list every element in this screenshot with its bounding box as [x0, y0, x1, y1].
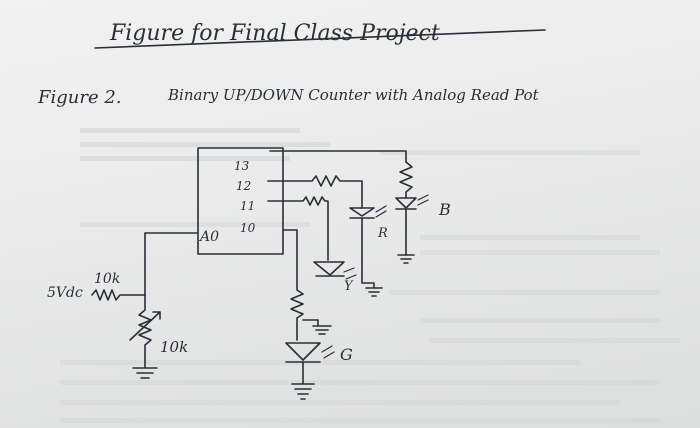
pin-10-label: 10	[240, 221, 256, 235]
led-label-r: R	[377, 226, 388, 241]
analog-input-circuit	[91, 232, 199, 379]
heading-underline	[94, 29, 546, 49]
potentiometer-label: 10k	[160, 338, 188, 356]
led-label-y: Y	[344, 279, 354, 294]
fixed-resistor-label: 10k	[94, 271, 120, 287]
green-led-branch	[282, 229, 335, 400]
figure-number: Figure 2.	[37, 87, 122, 108]
figure-heading: Figure for Final Class Project	[109, 21, 440, 46]
pin-12-label: 12	[236, 179, 251, 193]
led-label-b: B	[438, 200, 451, 219]
led-label-g: G	[340, 345, 353, 364]
red-led-branch	[267, 175, 387, 297]
supply-voltage-label: 5Vdc	[47, 285, 83, 301]
blue-led-branch	[269, 150, 429, 264]
pin-11-label: 11	[240, 199, 255, 213]
yellow-led-branch	[267, 196, 357, 280]
figure-caption: Binary UP/DOWN Counter with Analog Read …	[167, 86, 540, 104]
analog-pin-label: A0	[198, 229, 219, 245]
pin-13-label: 13	[234, 159, 250, 173]
bleed-through-text	[60, 128, 680, 423]
